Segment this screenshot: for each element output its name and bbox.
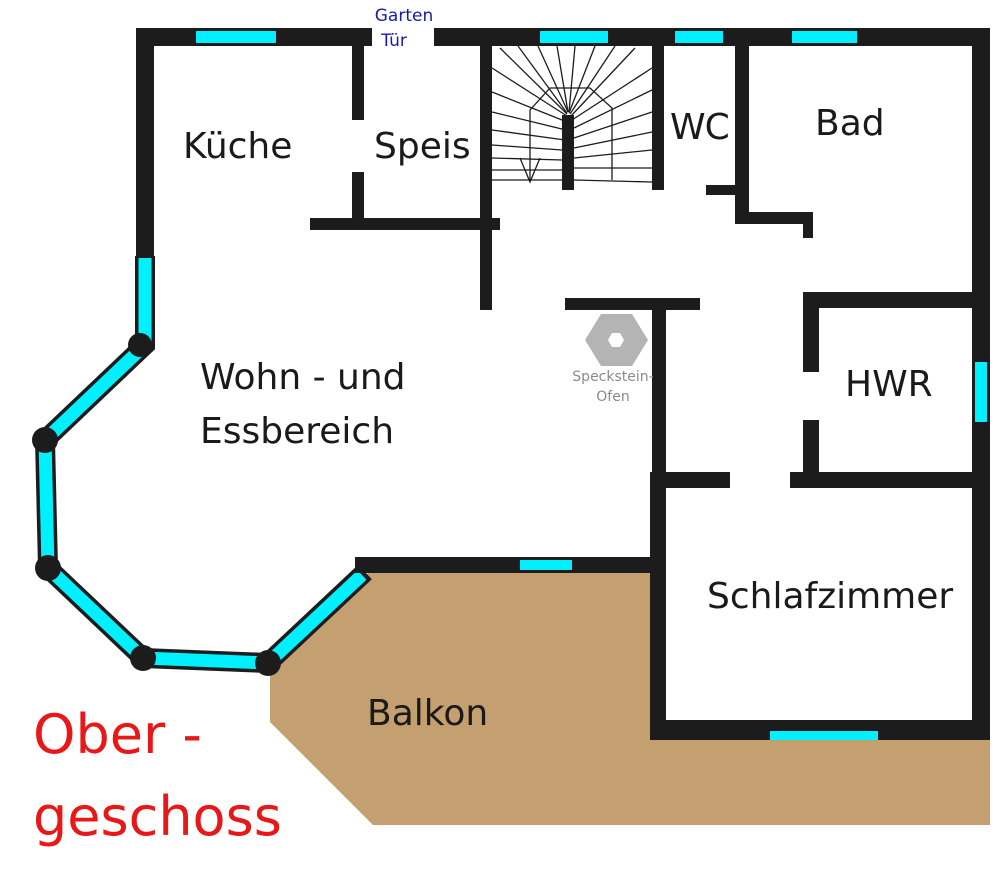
room-label-bedroom: Schlafzimmer bbox=[707, 576, 954, 617]
staircase bbox=[491, 45, 653, 184]
stove-label-line1: Speckstein- bbox=[572, 369, 654, 385]
room-label-living-line1: Wohn - und bbox=[200, 357, 406, 398]
bay-window-walls bbox=[34, 256, 372, 674]
garden-door-opening bbox=[372, 26, 434, 48]
floor-title-line2: geschoss bbox=[33, 785, 282, 848]
room-label-utility: HWR bbox=[845, 364, 933, 405]
bay-corner-posts bbox=[32, 333, 281, 676]
windows bbox=[196, 31, 987, 740]
walls bbox=[136, 28, 990, 740]
garden-door-label-line2: Tür bbox=[381, 31, 407, 51]
garden-door-label-line1: Garten bbox=[374, 6, 434, 26]
floor-title-line1: Ober - bbox=[33, 703, 202, 766]
room-label-wc: WC bbox=[670, 107, 730, 148]
stove-label-line2: Ofen bbox=[596, 389, 630, 405]
room-label-kitchen: Küche bbox=[183, 126, 293, 167]
room-label-pantry: Speis bbox=[374, 126, 471, 167]
stove-flue-icon bbox=[608, 333, 624, 347]
room-label-bath: Bad bbox=[815, 103, 885, 144]
balcony-area bbox=[270, 571, 990, 825]
room-label-living-line2: Essbereich bbox=[200, 411, 395, 452]
room-label-balcony: Balkon bbox=[367, 693, 489, 734]
